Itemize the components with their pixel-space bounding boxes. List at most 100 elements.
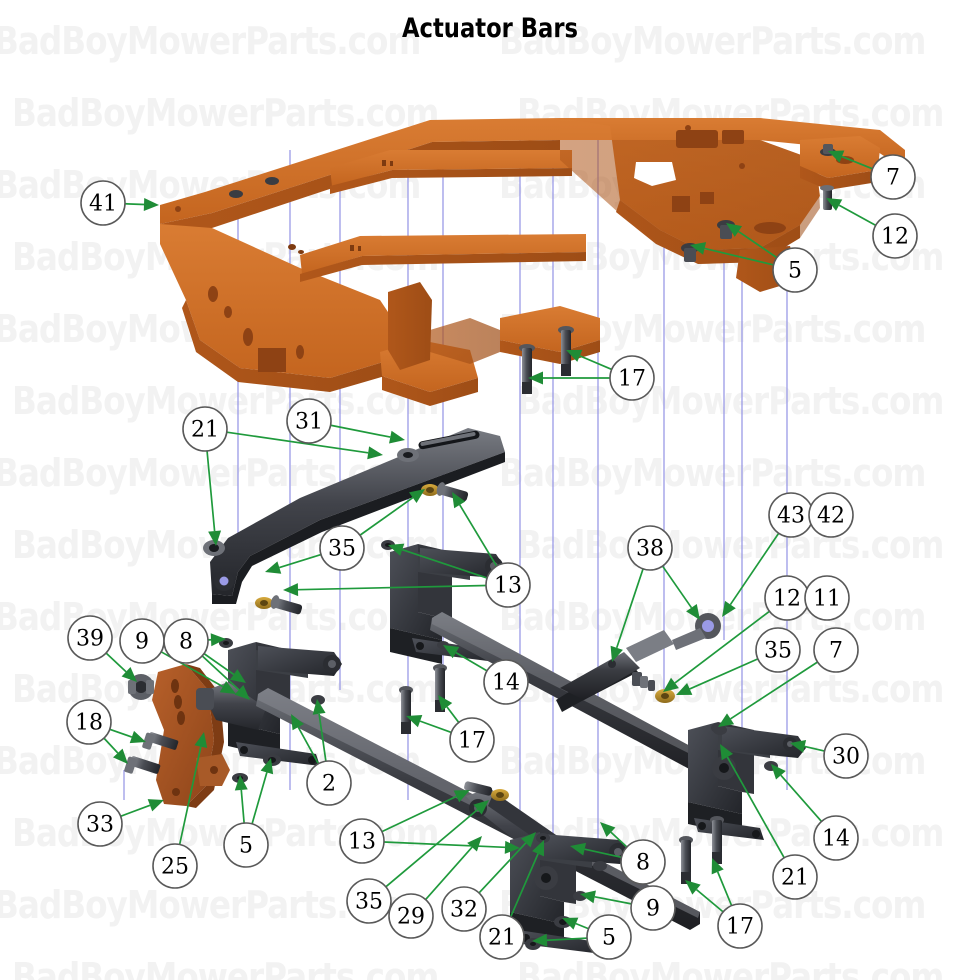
bolt-13b [270,595,303,615]
callout-circle [152,843,198,889]
leader-line-21-0 [509,853,539,918]
callout-number: 8 [179,630,193,655]
leader-arrowhead-17-0 [685,880,701,895]
leader-line-7-0 [841,155,873,170]
callout-14[interactable]: 14 [483,659,529,705]
callout-8[interactable]: 8 [163,618,209,664]
leader-arrowhead-21-0 [532,840,545,857]
callout-29[interactable]: 29 [388,893,434,939]
callout-13[interactable]: 13 [485,562,531,608]
callout-circle [717,903,763,949]
bushing-35b [255,597,273,609]
callout-number: 35 [764,639,792,664]
leader-line-35-0 [689,658,759,690]
callout-32[interactable]: 32 [441,886,487,932]
callout-11[interactable]: 11 [804,575,850,621]
callout-12[interactable]: 12 [872,213,918,259]
leader-line-8-1 [610,831,628,848]
leader-arrowhead-14-0 [771,764,786,780]
callout-17[interactable]: 17 [609,355,655,401]
callout-number: 39 [76,627,104,652]
callout-8[interactable]: 8 [620,839,666,885]
leader-arrowhead-38-1 [686,603,700,620]
callout-17[interactable]: 17 [449,717,495,763]
callout-number: 7 [829,639,843,664]
callout-2[interactable]: 2 [306,760,352,806]
callout-21[interactable]: 21 [772,854,818,900]
leader-line-21-0 [726,756,785,859]
callout-35[interactable]: 35 [346,878,392,924]
leader-line-18-1 [103,737,119,754]
callout-number: 7 [886,166,900,191]
callout-circle [339,818,385,864]
leader-arrowhead-21-1 [367,446,383,460]
leader-arrowhead-39-0 [121,667,137,682]
callout-9[interactable]: 9 [630,885,676,931]
callout-33[interactable]: 33 [77,801,123,847]
callout-31[interactable]: 31 [286,398,332,444]
callout-35[interactable]: 35 [319,525,365,571]
callout-5[interactable]: 5 [586,914,632,960]
callout-17[interactable]: 17 [717,903,763,949]
callout-circle [755,627,801,673]
callout-circle [80,180,126,226]
callout-5[interactable]: 5 [223,822,269,868]
leader-line-41-0 [124,202,145,206]
left-actuator-bar-black [203,428,505,615]
leader-arrowhead-35-0 [265,561,282,574]
callout-number: 42 [817,504,845,529]
leader-arrowhead-18-1 [113,748,128,764]
leader-line-29-0 [424,846,473,901]
nut-21b [593,861,607,871]
leader-line-13-2 [401,548,488,579]
callout-circle [67,615,113,661]
callout-42[interactable]: 42 [808,492,854,538]
leader-arrowhead-17-1 [566,349,583,362]
callout-7[interactable]: 7 [813,627,859,673]
leader-line-13-1 [383,841,506,849]
leader-arrowhead-13-1 [504,840,520,854]
callout-number: 17 [458,729,486,754]
leader-arrowhead-5-1 [260,758,274,775]
callout-circle [163,618,209,664]
leader-arrowhead-43-0 [722,600,736,617]
bolt-13d [464,781,493,796]
callout-number: 14 [822,827,850,852]
callout-21[interactable]: 21 [182,406,228,452]
leader-arrowhead-5-0 [532,933,548,947]
callout-number: 9 [646,897,660,922]
leader-arrowhead-2-0 [291,714,304,731]
callout-9[interactable]: 9 [119,618,165,664]
leader-arrowhead-8-0 [570,842,587,856]
callout-39[interactable]: 39 [67,615,113,661]
long-bolt-17c [399,686,413,734]
callout-18[interactable]: 18 [66,699,112,745]
callout-30[interactable]: 30 [823,733,869,779]
leader-arrowhead-2-1 [312,699,326,715]
washer-21a [203,540,225,556]
callout-35[interactable]: 35 [755,627,801,673]
callout-13[interactable]: 13 [339,818,385,864]
leader-line-13-0 [297,584,487,591]
callout-circle [586,914,632,960]
callout-circle [182,406,228,452]
callout-5[interactable]: 5 [772,247,818,293]
callout-25[interactable]: 25 [152,843,198,889]
callout-circle [772,247,818,293]
orange-pivot-bracket [124,664,266,808]
leader-arrowhead-25-0 [194,732,208,749]
callout-7[interactable]: 7 [870,154,916,200]
callout-14[interactable]: 14 [813,815,859,861]
callout-21[interactable]: 21 [479,914,525,960]
callout-43[interactable]: 43 [768,492,814,538]
leader-line-14-0 [780,774,823,823]
callout-circle [823,733,869,779]
washer-31 [397,448,419,462]
callout-38[interactable]: 38 [627,525,673,571]
leader-arrowhead-12-0 [826,198,843,211]
leader-arrowhead-9-0 [219,680,236,694]
callout-12[interactable]: 12 [764,575,810,621]
callout-41[interactable]: 41 [80,180,126,226]
leader-line-30-0 [804,745,825,752]
